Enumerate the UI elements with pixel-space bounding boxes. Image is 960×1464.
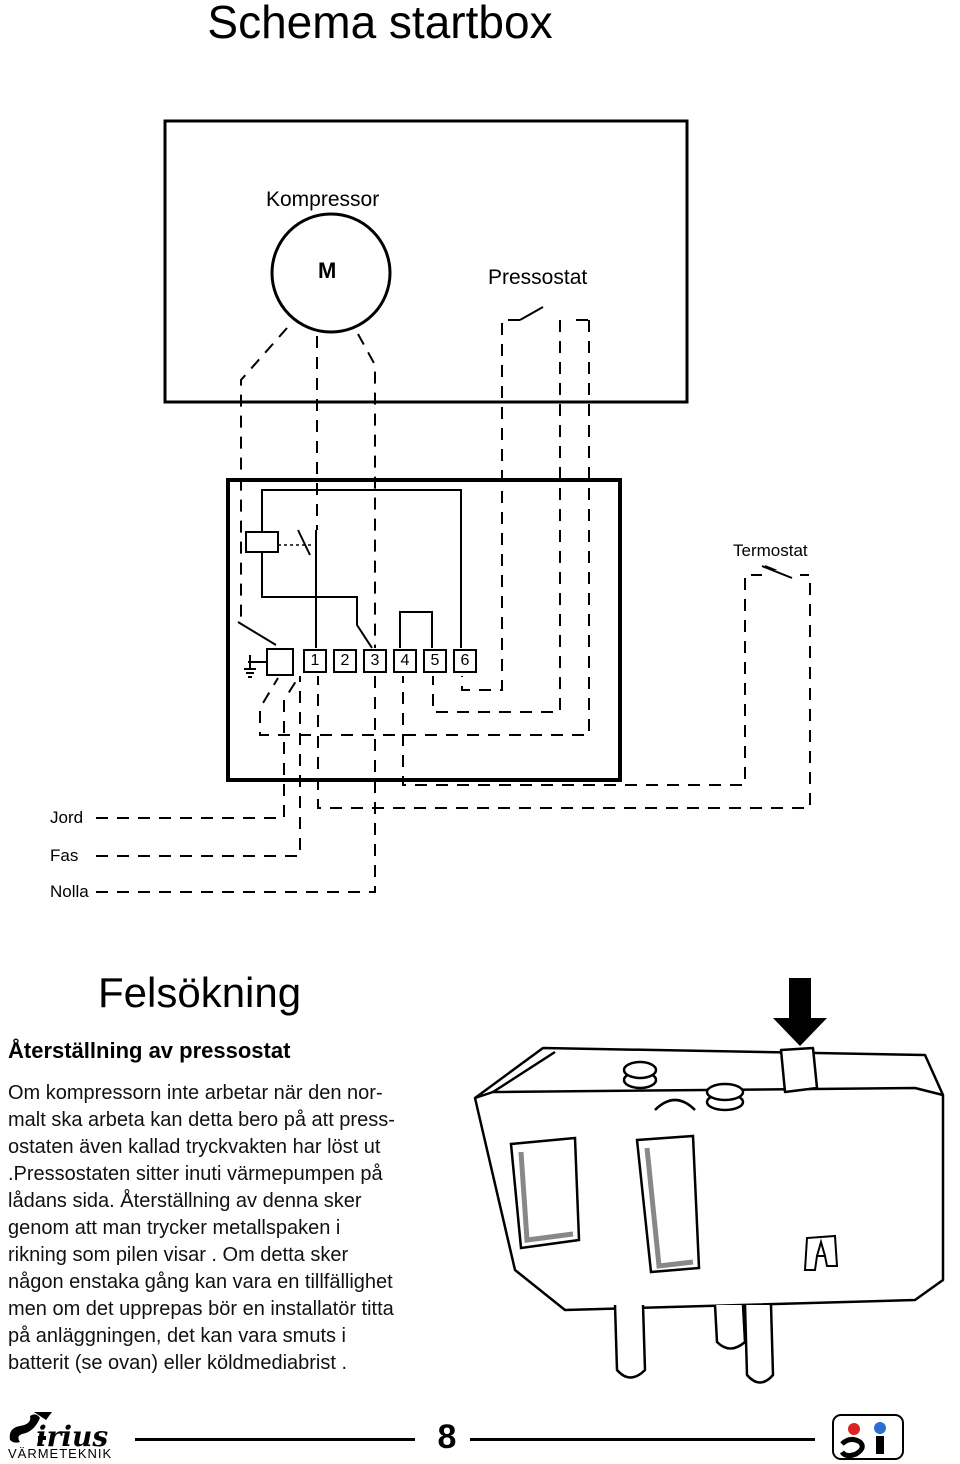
terminal-6: 6 [453,649,477,673]
earth-icon [244,655,266,678]
compressor-box [163,119,689,404]
pressostat-illustration [473,978,945,1384]
terminal-3: 3 [363,649,387,673]
motor-circle [270,212,392,334]
terminal-4: 4 [393,649,417,673]
terminal-1: 1 [303,649,327,673]
brand-wordmark: irius [36,1420,109,1453]
si-logo [832,1414,904,1460]
paragraph-line: genom att man trycker metallspaken i [8,1217,341,1239]
paragraph-line: men om det upprepas bör en installatör t… [8,1298,394,1320]
wiring-diagram [96,119,811,893]
thermostat-label: Termostat [733,541,808,560]
paragraph-line: på anläggningen, det kan vara smuts i [8,1325,346,1347]
footer-rule-left [135,1438,415,1441]
terminal-2: 2 [333,649,357,673]
subsection-heading: Återställning av pressostat [8,1038,291,1063]
sirius-logo [9,1412,52,1443]
paragraph-line: malt ska arbeta kan detta bero på att pr… [8,1109,395,1131]
terminal-5: 5 [423,649,447,673]
compressor-label: Kompressor [266,188,380,211]
paragraph-line: lådans sida. Återställning av denna sker [8,1190,362,1212]
pressostat-label: Pressostat [488,266,588,289]
motor-symbol: M [318,258,337,283]
paragraph-line: ostaten även kallad tryckvakten har löst… [8,1136,381,1158]
paragraph-line: Om kompressorn inte arbetar när den nor- [8,1082,383,1104]
supply-phase-label: Fas [50,846,79,865]
paragraph-line: batterit (se ovan) eller köldmediabrist … [8,1352,348,1374]
paragraph-line: någon enstaka gång kan vara en tillfälli… [8,1271,393,1293]
supply-neutral-label: Nolla [50,882,89,901]
footer-rule-right [470,1438,815,1441]
page-title: Schema startbox [207,0,553,48]
section-heading: Felsökning [98,969,302,1016]
paragraph-line: .Pressostaten sitter inuti värmepumpen p… [8,1163,383,1185]
body-paragraph: Om kompressorn inte arbetar när den nor-… [8,1080,468,1377]
brand-subtitle: VÄRMETEKNIK [8,1446,113,1461]
startbox [226,478,622,782]
supply-earth-label: Jord [50,808,84,827]
paragraph-line: rikning som pilen visar . Om detta sker [8,1244,349,1266]
down-arrow-icon [773,978,827,1046]
page-number: 8 [437,1418,457,1456]
relay-coil [245,531,279,553]
